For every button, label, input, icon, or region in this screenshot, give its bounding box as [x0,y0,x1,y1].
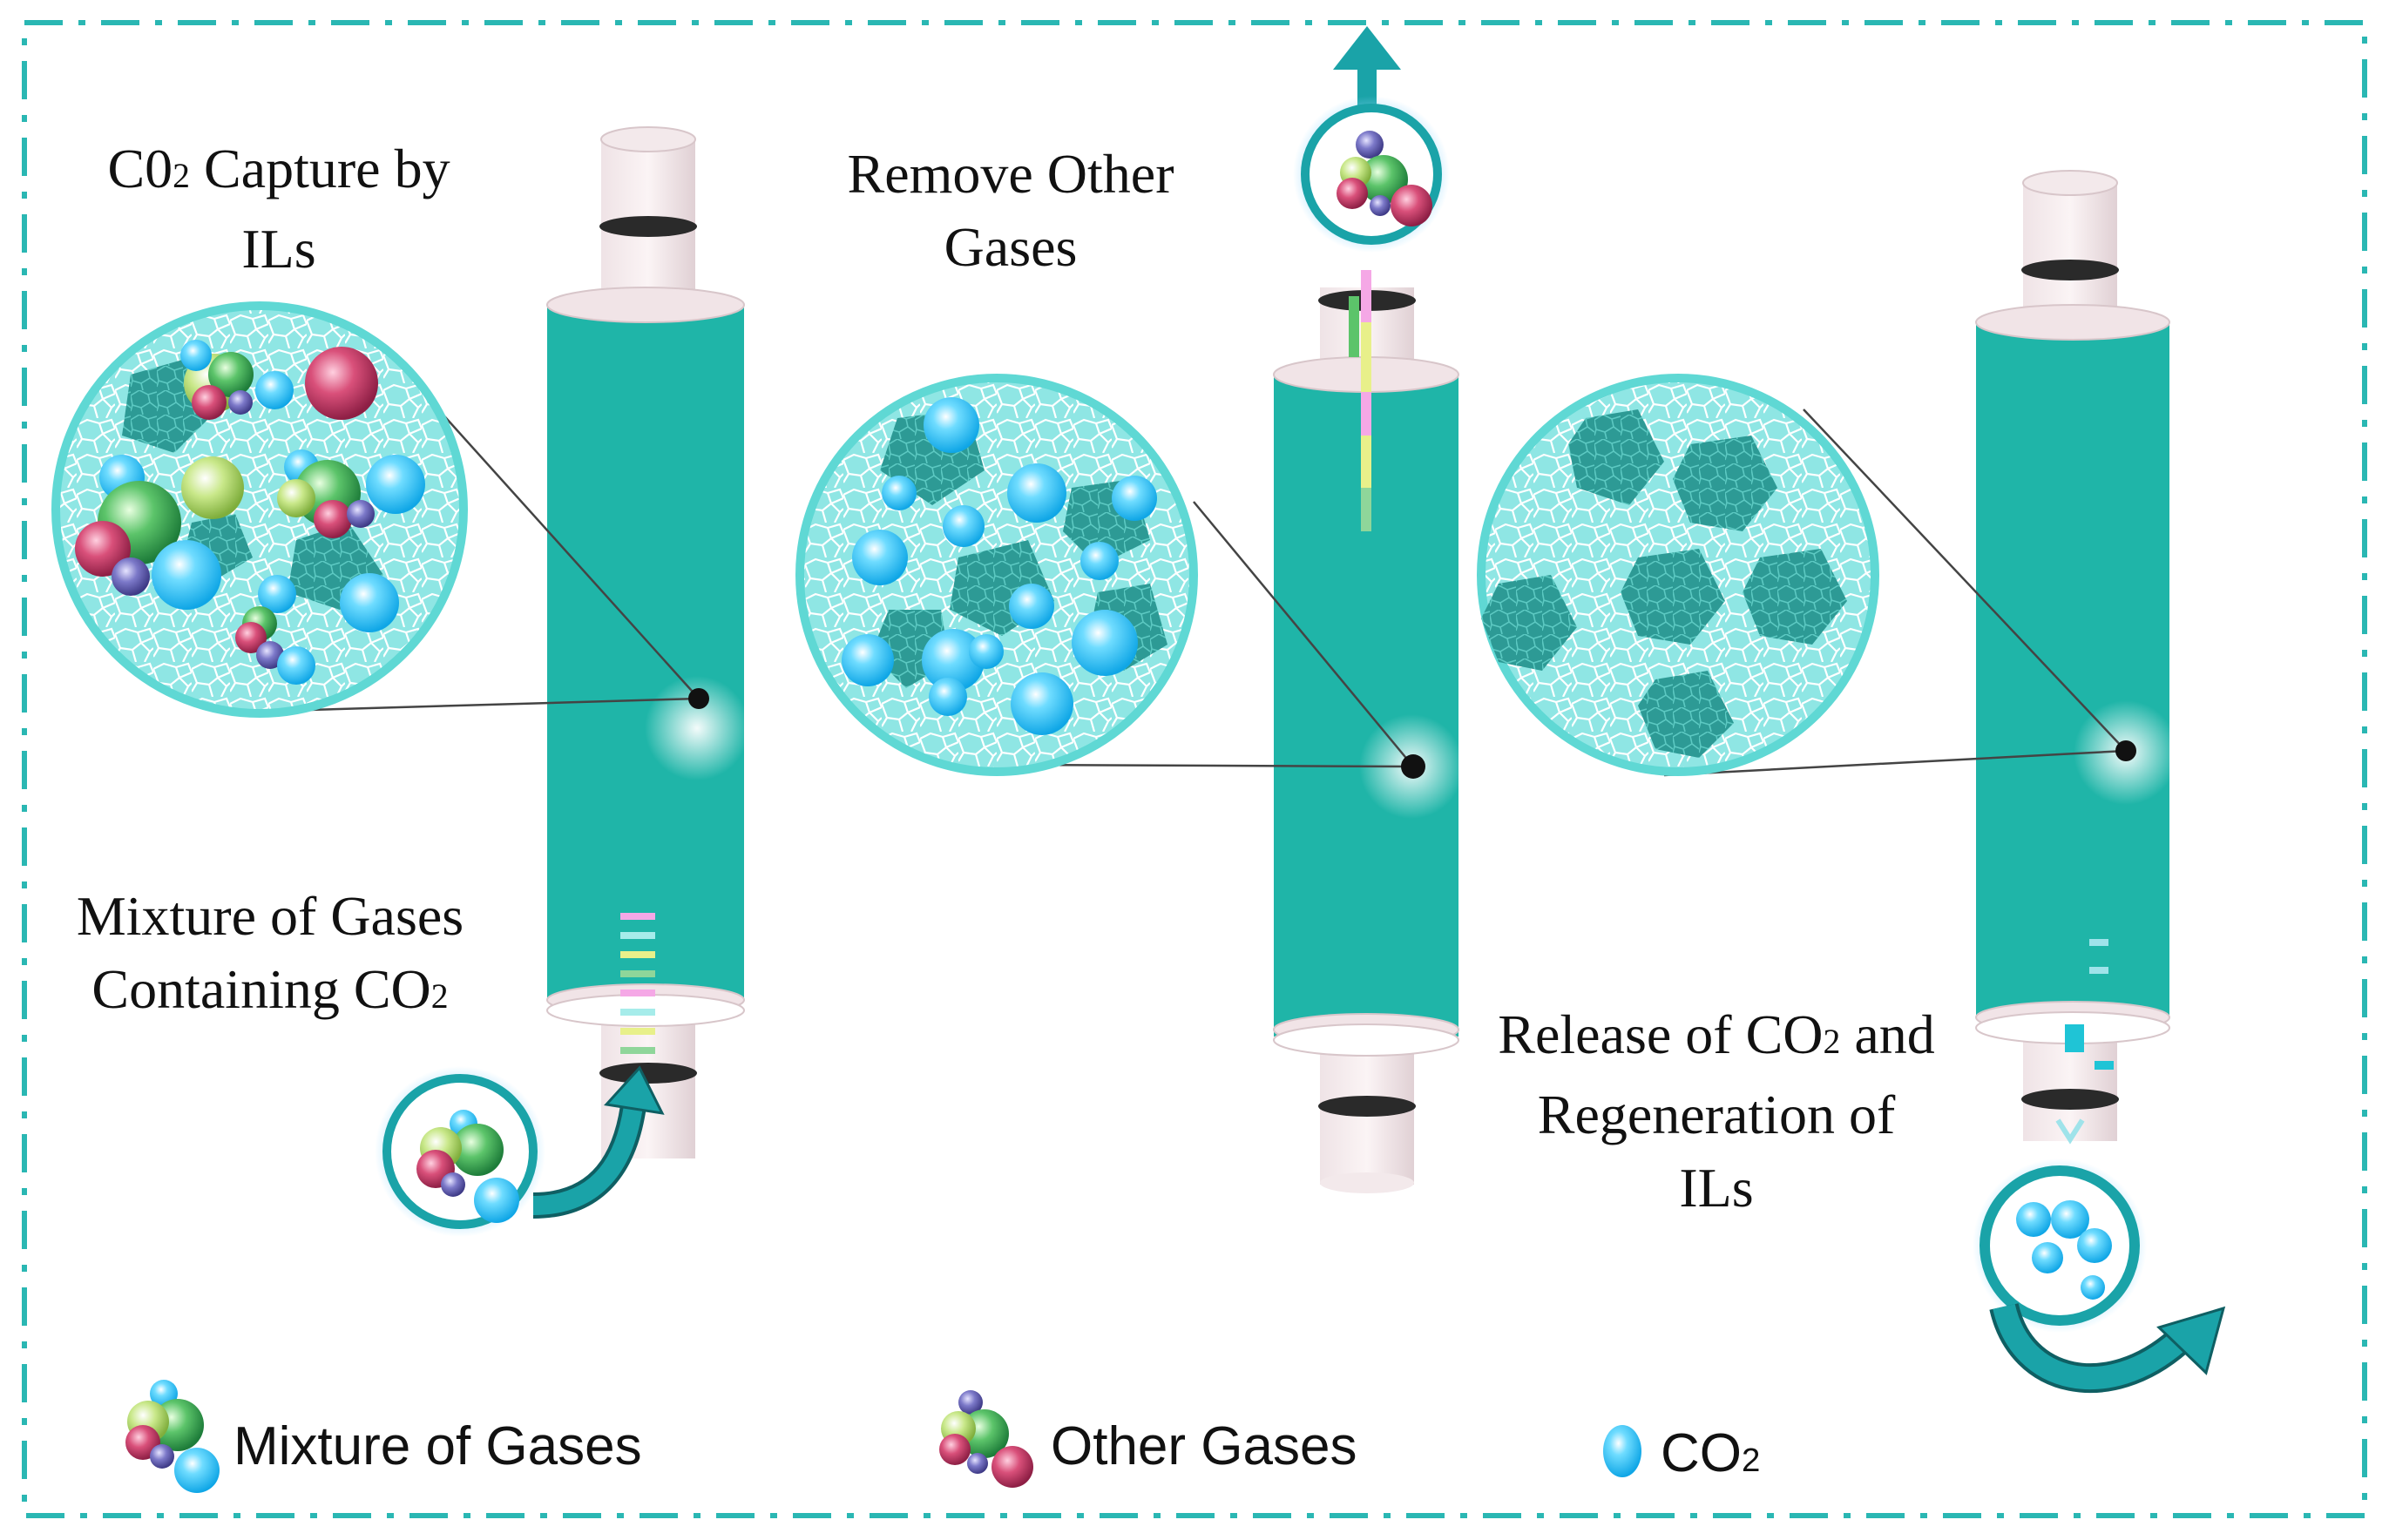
column-3 [1975,170,2178,1145]
label-mixture-containing-co2: Mixture of Gases Containing CO2 [35,880,505,1033]
label-remove-other-gases: Remove Other Gases [784,138,1237,284]
legend-other-gases-label: Other Gases [1051,1416,1357,1476]
arrow-up-icon [1333,26,1401,70]
legend-co2-sub: 2 [1742,1442,1761,1479]
outlet-gas-bubble [1293,96,1450,253]
label-co2-capture-rest: Capture by [189,138,450,199]
label-co2-capture-line2: ILs [241,218,316,280]
label-co2-capture: C02 Capture by ILs [52,132,505,286]
column-1 [546,126,749,1158]
label-release-line3: ILs [1679,1157,1754,1219]
inlet-gas-bubble [375,1065,665,1237]
legend-co2-icon [1603,1425,1641,1477]
frame-border [22,20,2367,1518]
zoom-circle-1 [51,301,709,718]
arrow-icon [604,1065,665,1115]
label-mixture-line2: Containing CO [91,958,431,1020]
legend-co2-text: CO [1661,1423,1742,1483]
label-release-rest: and [1840,1003,1935,1065]
gas-strips-inlet [620,913,655,1054]
label-mixture-line1: Mixture of Gases [76,885,464,947]
legend-other-gases-icon [939,1390,1033,1488]
legend-co2-label: CO2 [1661,1423,1760,1491]
legend-mixture-label: Mixture of Gases [233,1416,642,1476]
gas-strips-outlet [1349,270,1371,531]
zoom-circle-3 [1477,374,2136,777]
label-remove-line1: Remove Other [847,143,1174,205]
label-release-line2: Regeneration of [1537,1084,1896,1145]
co2-release-bubble [1973,1158,2226,1394]
label-release-regeneration: Release of CO2 and Regeneration of ILs [1464,998,1969,1225]
label-co2-capture-sub: 2 [173,157,190,195]
label-release-sub: 2 [1823,1023,1841,1061]
column-2 [1273,26,1464,1193]
label-release-line1: Release of CO [1498,1003,1824,1065]
label-co2-capture-line1: C0 [107,138,173,199]
legend-mixture-icon [125,1380,220,1493]
label-mixture-sub: 2 [430,977,449,1016]
arrow-icon [2156,1306,2226,1375]
zoom-circle-2 [795,374,1425,779]
label-remove-line2: Gases [944,216,1078,278]
